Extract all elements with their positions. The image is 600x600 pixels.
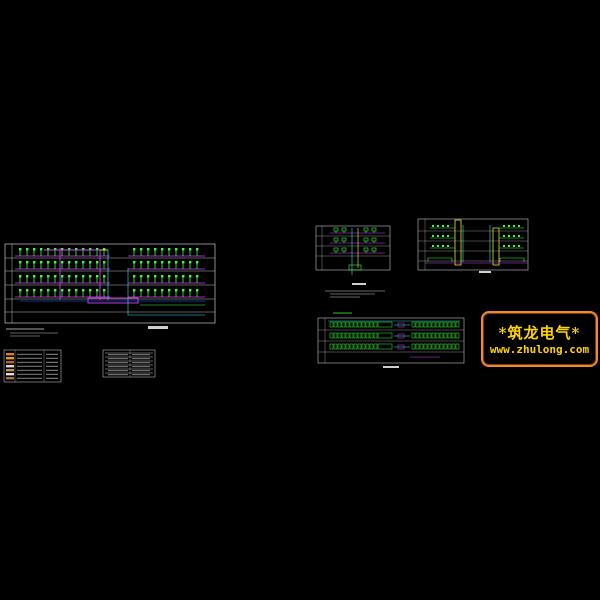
watermark-badge: *筑龙电气* www.zhulong.com bbox=[481, 311, 598, 367]
section-frame bbox=[417, 218, 529, 271]
section-diagram bbox=[417, 218, 529, 273]
riser-main-title-mark bbox=[148, 326, 168, 329]
watermark-url: www.zhulong.com bbox=[489, 343, 590, 356]
riser-shaft-yellow bbox=[454, 219, 462, 266]
section-title-mark bbox=[479, 271, 491, 273]
legend-rows bbox=[6, 350, 58, 382]
panel-title-mark bbox=[383, 366, 399, 368]
riser-main-marks bbox=[15, 248, 205, 316]
watermark-title: *筑龙电气* bbox=[498, 324, 581, 342]
notes-left bbox=[6, 328, 58, 337]
riser-diagram-small bbox=[315, 225, 391, 298]
legend-table bbox=[3, 349, 62, 383]
equipment-table bbox=[102, 349, 156, 378]
panel-diagram bbox=[317, 312, 465, 368]
equipment-rows bbox=[105, 350, 153, 377]
riser-small-marks bbox=[330, 227, 385, 275]
riser-shaft-yellow-2 bbox=[492, 227, 500, 266]
panel-marks bbox=[328, 312, 460, 358]
section-marks bbox=[425, 225, 528, 264]
riser-small-title-mark bbox=[352, 283, 366, 285]
panel-frame bbox=[317, 317, 465, 364]
riser-main-frame bbox=[4, 243, 216, 324]
riser-diagram-main bbox=[4, 243, 216, 329]
